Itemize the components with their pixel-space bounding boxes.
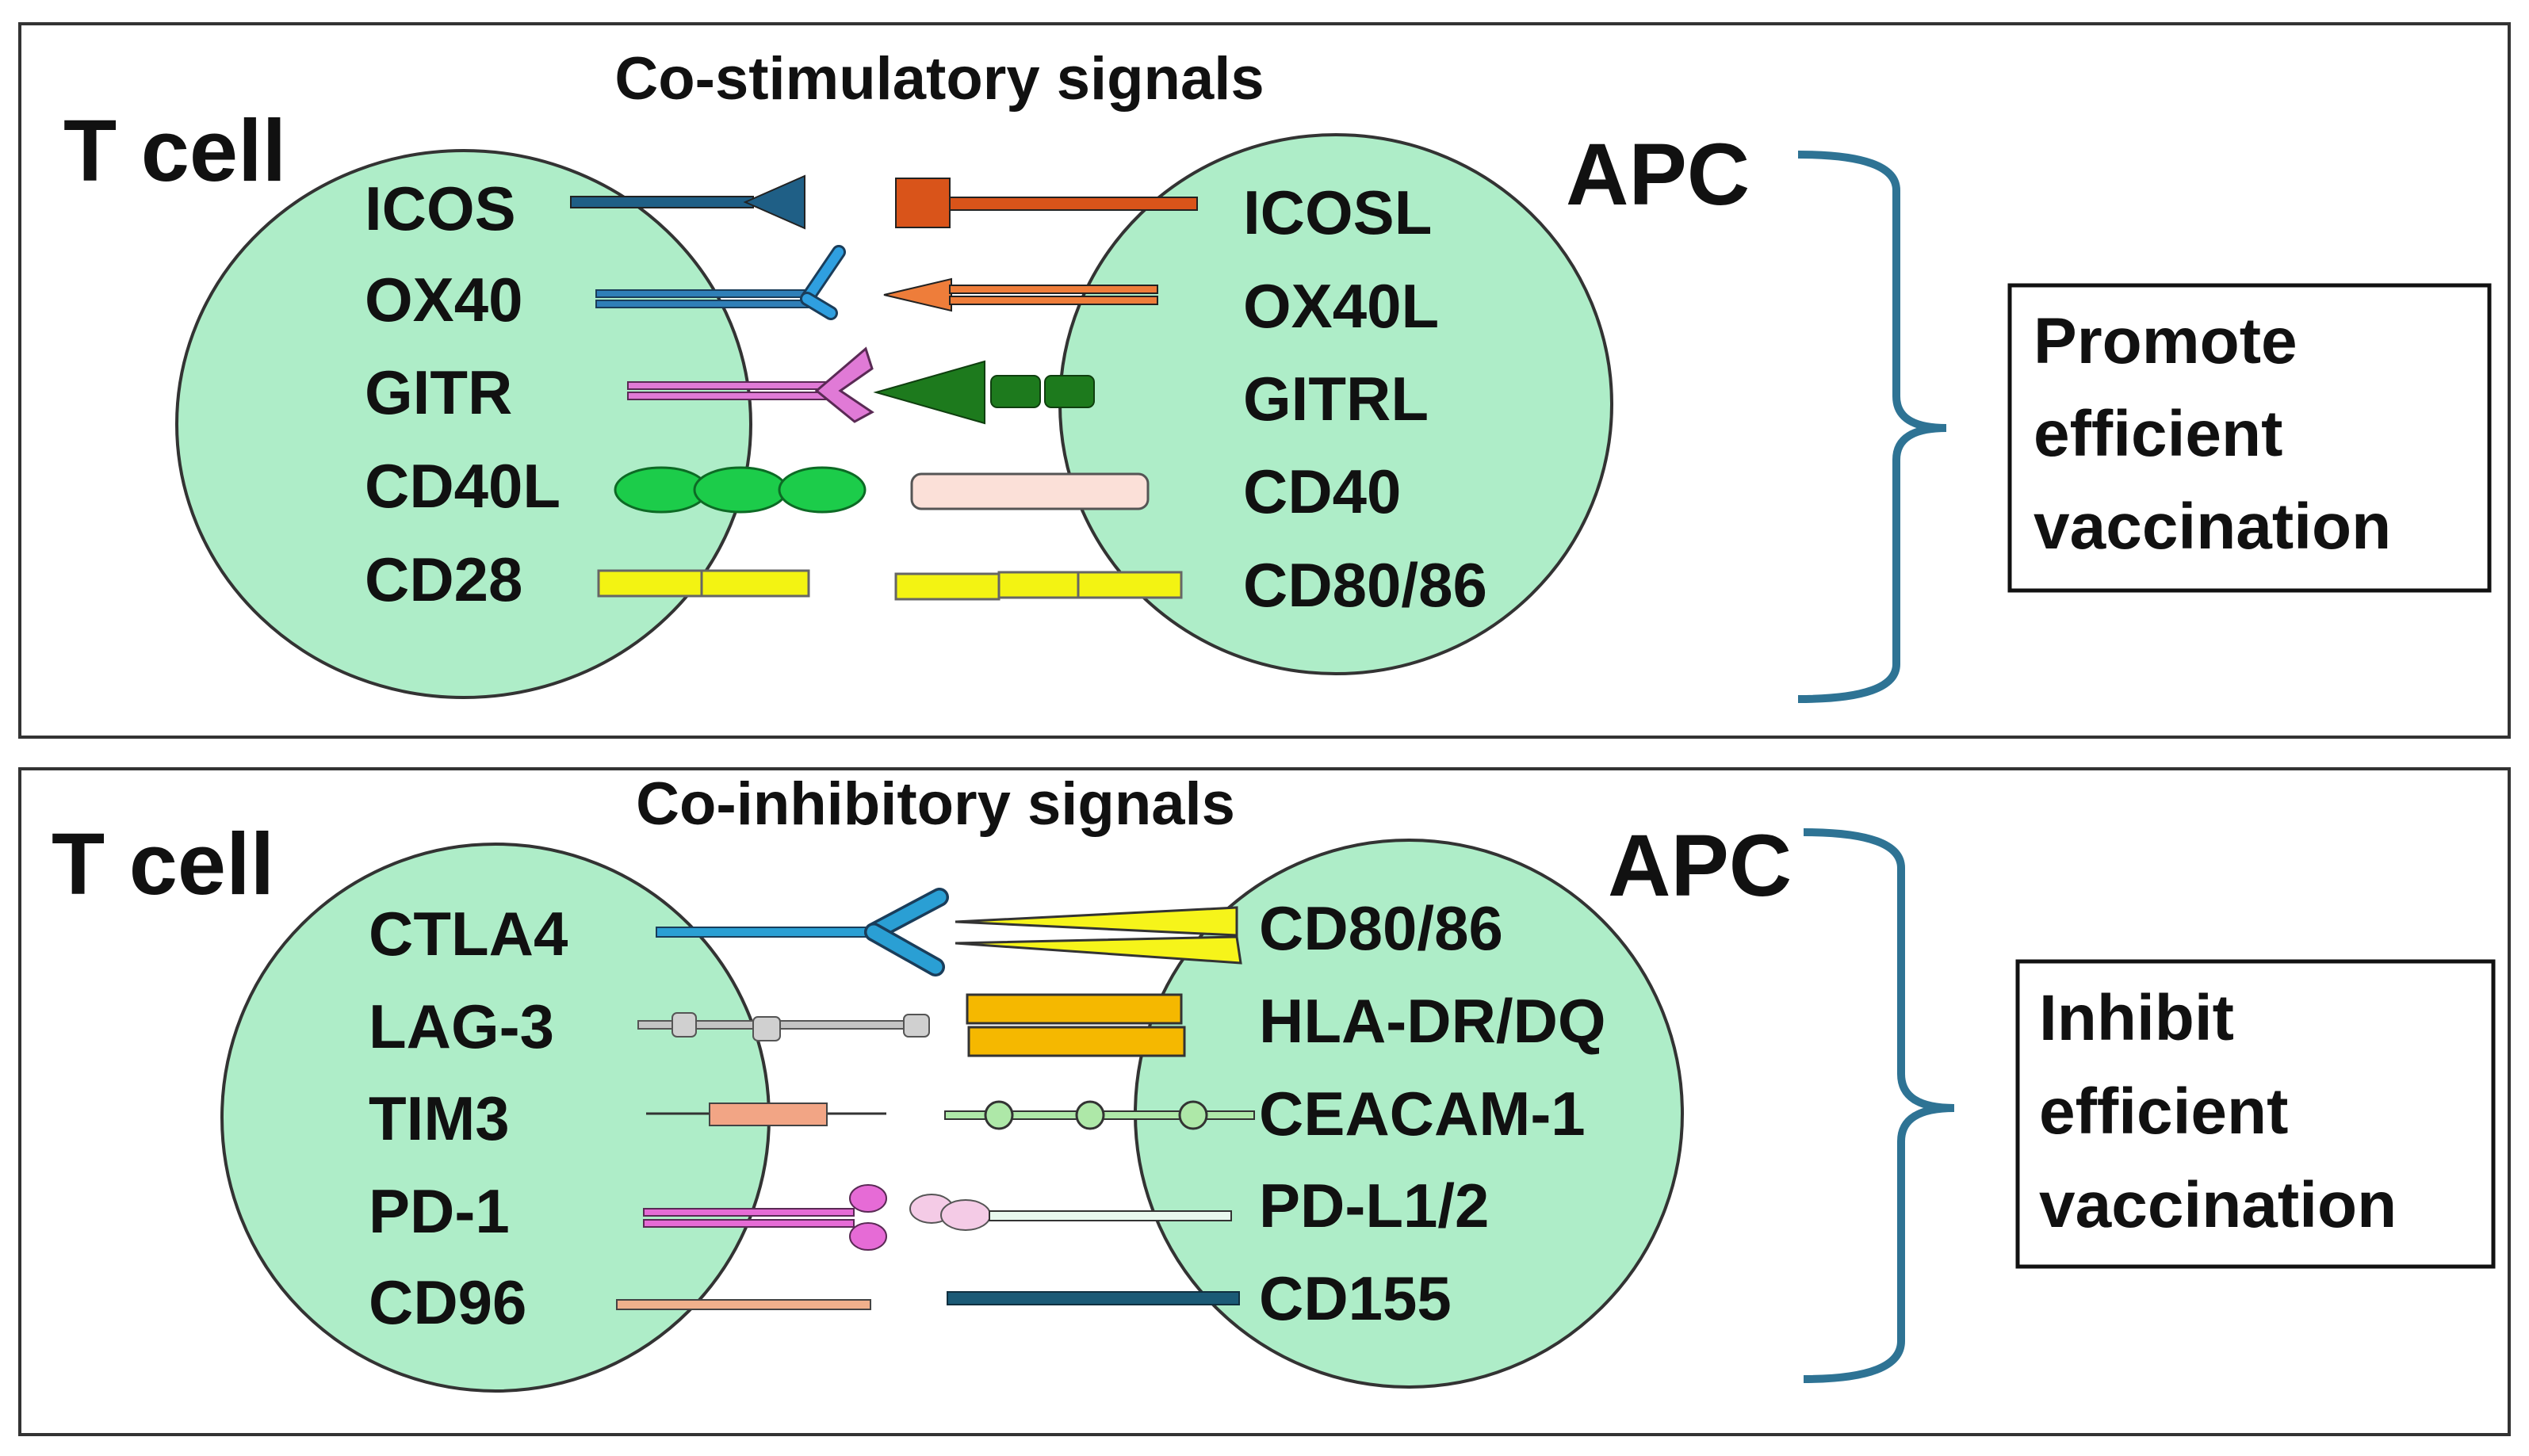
outcome-line: efficient: [2034, 398, 2282, 470]
receptor-label: CTLA4: [369, 899, 568, 969]
ligand-label: HLA-DR/DQ: [1259, 986, 1606, 1056]
bracket: [1797, 151, 1947, 703]
hla-dr-dq-ligand-shape: [966, 993, 1186, 1057]
pd-l1-2-ligand-shape: [909, 1194, 1232, 1231]
ligand-label: GITRL: [1243, 364, 1429, 434]
ox40l-ligand-shape: [883, 277, 1158, 312]
cd40-ligand-shape: [910, 472, 1150, 510]
receptor-label: GITR: [365, 357, 512, 427]
costimulatory-panel: Co-stimulatory signals T cell APC ICOS O…: [18, 22, 2511, 739]
outcome-box: [2015, 959, 2496, 1269]
bracket: [1803, 828, 1955, 1383]
apc-label: APC: [1566, 126, 1750, 224]
ctla4-receptor-shape: [656, 888, 949, 976]
receptor-label: OX40: [365, 265, 522, 334]
cd155-ligand-shape: [947, 1291, 1240, 1305]
cd80-86-inhibitory-ligand-shape: [955, 906, 1242, 965]
gitr-receptor-shape: [627, 346, 874, 423]
ligand-label: OX40L: [1243, 271, 1439, 341]
receptor-label: CD28: [365, 545, 522, 614]
coinhibitory-panel: Co-inhibitory signals T cell APC CTLA4 L…: [18, 767, 2511, 1436]
lag3-receptor-shape: [637, 1012, 930, 1041]
t-cell-label: T cell: [63, 102, 286, 200]
t-cell-label: T cell: [52, 816, 274, 913]
ligand-label: CD40: [1243, 457, 1401, 526]
ligand-label: CD80/86: [1259, 893, 1503, 963]
ligand-label: ICOSL: [1243, 178, 1432, 247]
cd80-86-ligand-shape: [894, 571, 1183, 601]
outcome-line: vaccination: [2034, 491, 2391, 563]
t-cell-circle: [175, 149, 752, 699]
outcome-line: efficient: [2039, 1076, 2288, 1148]
cd96-receptor-shape: [616, 1299, 871, 1310]
pd1-receptor-shape: [643, 1184, 887, 1251]
receptor-label: PD-1: [369, 1176, 510, 1246]
icosl-ligand-shape: [895, 178, 1198, 228]
panel-title: Co-inhibitory signals: [636, 770, 1235, 838]
tim3-receptor-shape: [646, 1103, 886, 1126]
ligand-label: PD-L1/2: [1259, 1171, 1489, 1240]
icos-receptor-shape: [570, 174, 805, 230]
cd28-receptor-shape: [597, 569, 810, 598]
ligand-label: CEACAM-1: [1259, 1079, 1586, 1148]
outcome-line: Inhibit: [2039, 982, 2234, 1054]
outcome-line: vaccination: [2039, 1169, 2397, 1241]
ox40-receptor-shape: [595, 245, 846, 320]
receptor-label: ICOS: [365, 174, 516, 243]
receptor-label: CD96: [369, 1267, 526, 1337]
outcome-line: Promote: [2034, 305, 2298, 377]
panel-title: Co-stimulatory signals: [614, 45, 1264, 113]
cd40l-receptor-shape: [614, 466, 867, 514]
apc-label: APC: [1608, 817, 1792, 915]
receptor-label: TIM3: [369, 1083, 510, 1153]
receptor-label: CD40L: [365, 451, 561, 521]
gitrl-ligand-shape: [873, 360, 1095, 425]
ceacam1-ligand-shape: [944, 1100, 1255, 1130]
ligand-label: CD80/86: [1243, 550, 1487, 620]
receptor-label: LAG-3: [369, 992, 554, 1061]
outcome-box: [2007, 283, 2492, 593]
ligand-label: CD155: [1259, 1263, 1452, 1333]
